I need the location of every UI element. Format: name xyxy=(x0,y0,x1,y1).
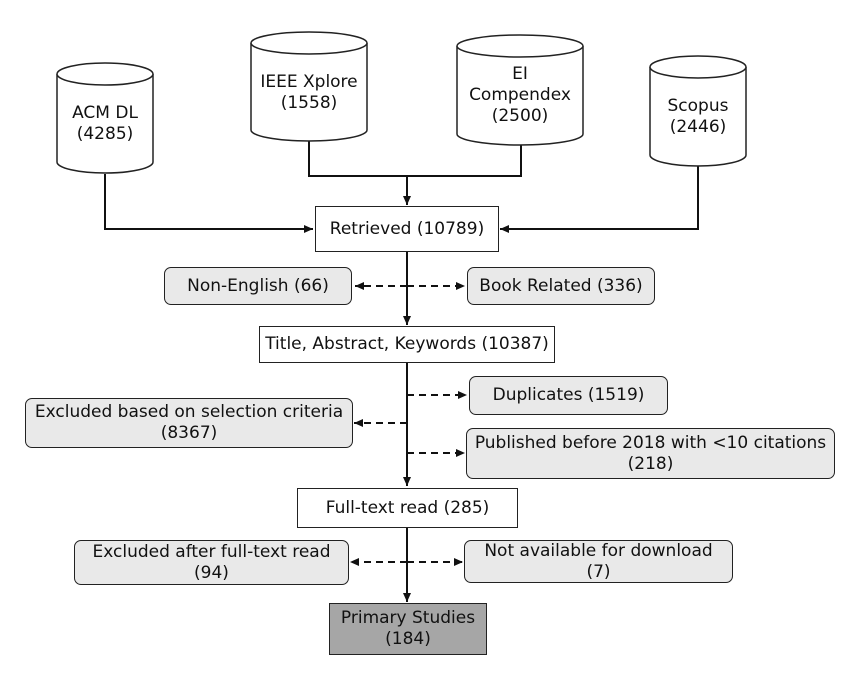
exclusion-selection-criteria: Excluded based on selection criteria (83… xyxy=(25,398,353,448)
source-label: IEEE Xplore (1558) xyxy=(260,72,358,113)
connector-acm xyxy=(104,174,313,233)
connector-ieee xyxy=(308,140,522,177)
database-icon xyxy=(250,31,368,142)
database-icon xyxy=(456,34,584,146)
source-label: Scopus (2446) xyxy=(667,96,729,137)
source-scopus: Scopus (2446) xyxy=(649,55,747,167)
exclusion-published-before-2018: Published before 2018 with <10 citations… xyxy=(466,428,835,479)
stage-full-text-read: Full-text read (285) xyxy=(297,488,518,528)
database-icon xyxy=(56,62,154,174)
stage-title-abstract-keywords: Title, Abstract, Keywords (10387) xyxy=(259,326,555,363)
source-ei-compendex: EI Compendex (2500) xyxy=(456,34,584,146)
source-ieee: IEEE Xplore (1558) xyxy=(250,31,368,142)
exclusion-after-full-text: Excluded after full-text read (94) xyxy=(74,540,349,585)
exclusion-duplicates: Duplicates (1519) xyxy=(469,376,668,415)
source-label: EI Compendex (2500) xyxy=(469,64,571,126)
connector-scopus xyxy=(500,166,699,233)
source-acm: ACM DL (4285) xyxy=(56,62,154,174)
exclusion-not-available: Not available for download (7) xyxy=(464,540,733,583)
stage-retrieved: Retrieved (10789) xyxy=(315,206,499,252)
exclusion-non-english: Non-English (66) xyxy=(164,267,352,305)
database-icon xyxy=(649,55,747,167)
exclusion-book-related: Book Related (336) xyxy=(467,267,655,305)
stage-primary-studies: Primary Studies (184) xyxy=(329,603,487,655)
source-label: ACM DL (4285) xyxy=(72,103,138,144)
